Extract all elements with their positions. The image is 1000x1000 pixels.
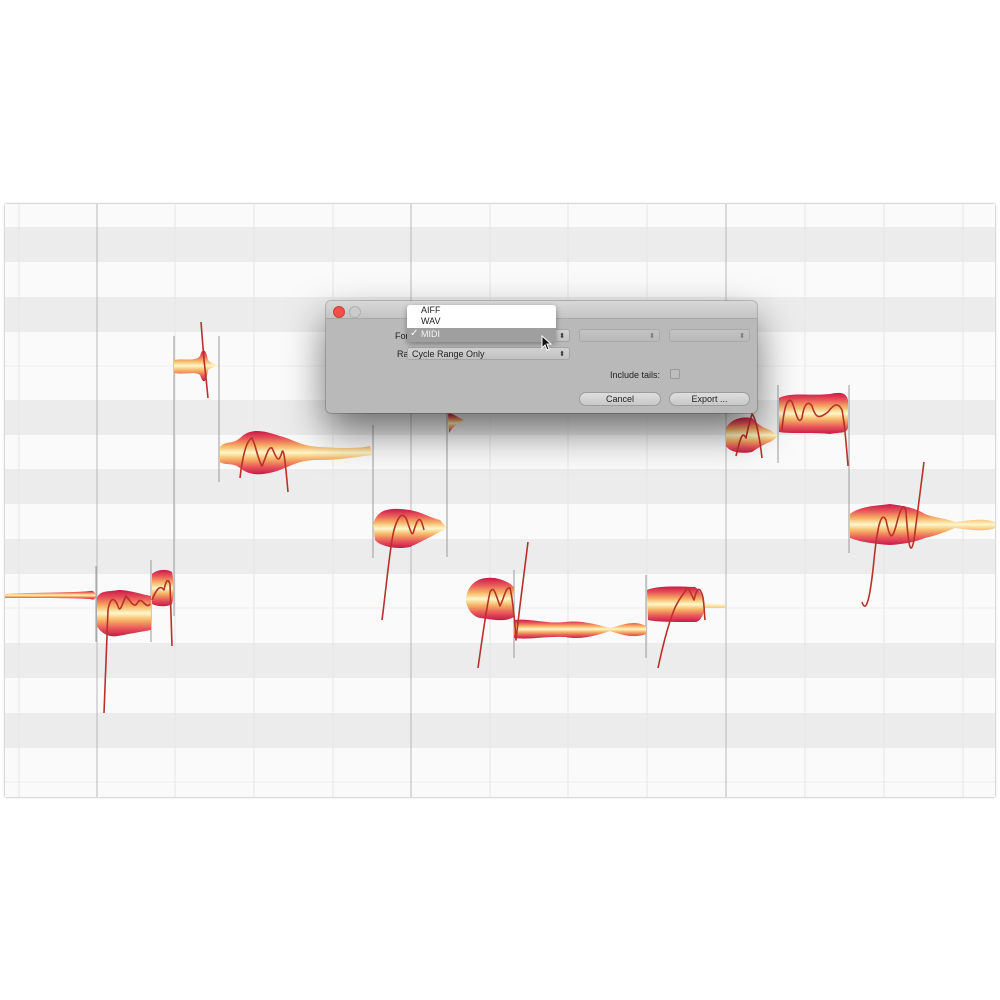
include-tails-checkbox[interactable] <box>670 369 680 379</box>
note-blob <box>466 577 514 621</box>
format-dropdown-menu: AIFF WAV ✓ MIDI <box>407 305 556 342</box>
note-blob <box>5 590 96 600</box>
note-blob <box>448 413 464 433</box>
pitch-grid <box>5 204 995 797</box>
note-blob <box>779 392 848 434</box>
checkmark-icon: ✓ <box>410 328 419 339</box>
note-blob <box>850 504 995 545</box>
menu-item-label: WAV <box>421 316 441 326</box>
menu-item-aiff[interactable]: AIFF <box>407 305 556 316</box>
updown-arrows-icon: ⬍ <box>559 351 565 358</box>
menu-item-label: AIFF <box>421 305 441 315</box>
note-blob <box>220 431 373 475</box>
updown-arrows-icon: ⬍ <box>649 333 655 340</box>
row-shading <box>5 227 995 783</box>
note-blob <box>514 619 646 639</box>
range-select[interactable]: Cycle Range Only ⬍ <box>407 347 570 360</box>
mouse-cursor-icon <box>541 335 553 351</box>
updown-arrows-icon: ⬍ <box>559 333 565 340</box>
menu-item-label: MIDI <box>421 329 440 339</box>
cancel-button[interactable]: Cancel <box>579 392 661 406</box>
note-blob <box>647 586 725 622</box>
format-option-select-1[interactable]: ⬍ <box>579 329 660 342</box>
format-option-select-2[interactable]: ⬍ <box>669 329 750 342</box>
menu-item-midi[interactable]: ✓ MIDI <box>407 328 556 342</box>
minimize-button[interactable] <box>349 306 361 318</box>
note-editor-canvas[interactable] <box>5 204 995 797</box>
note-blob <box>97 590 151 637</box>
updown-arrows-icon: ⬍ <box>739 333 745 340</box>
include-tails-label: Include tails: <box>609 370 660 380</box>
pitch-curves <box>103 321 925 714</box>
note-blob <box>174 350 219 382</box>
menu-item-wav[interactable]: WAV <box>407 316 556 327</box>
close-button[interactable] <box>333 306 345 318</box>
export-button[interactable]: Export ... <box>669 392 750 406</box>
range-select-value: Cycle Range Only <box>412 349 485 359</box>
